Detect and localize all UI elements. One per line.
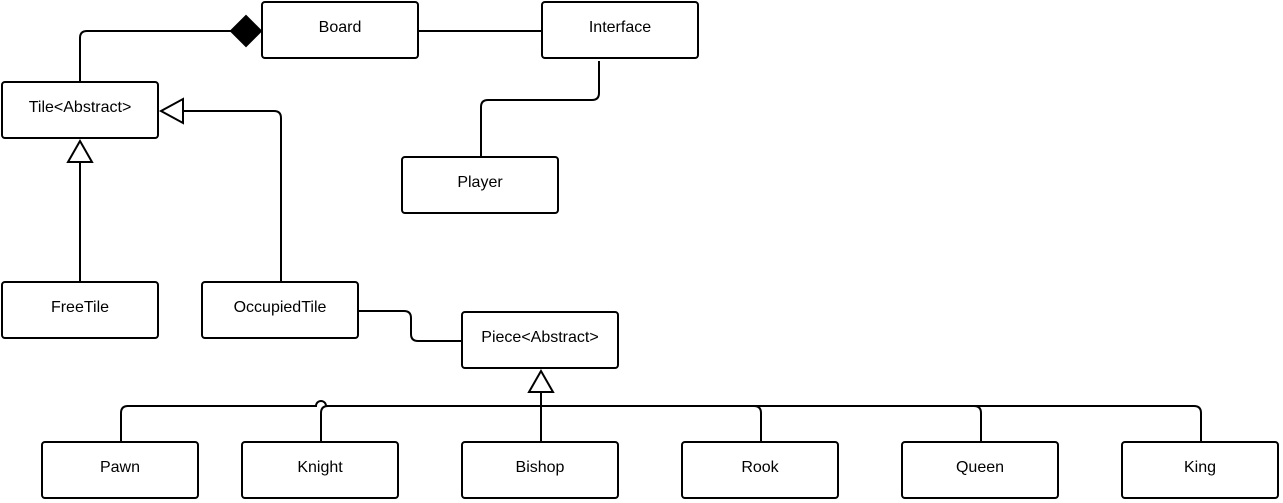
class-pawn-label: Pawn xyxy=(99,459,141,476)
class-piece-label: Piece<Abstract> xyxy=(481,329,599,346)
class-king[interactable]: King xyxy=(1121,441,1279,499)
class-interface[interactable]: Interface xyxy=(541,1,699,59)
class-board-label: Board xyxy=(318,19,362,36)
connector-board-tile xyxy=(79,30,231,81)
class-board[interactable]: Board xyxy=(261,1,419,59)
class-queen-label: Queen xyxy=(955,459,1005,476)
class-tile[interactable]: Tile<Abstract> xyxy=(1,81,159,139)
connector-knight-drop xyxy=(320,405,329,441)
inheritance-triangle-tile-right-icon xyxy=(158,97,184,125)
class-free-tile[interactable]: FreeTile xyxy=(1,281,159,339)
class-knight-label: Knight xyxy=(297,459,343,476)
connector-queen-drop xyxy=(973,405,982,441)
connector-rook-drop xyxy=(753,405,762,441)
class-pawn[interactable]: Pawn xyxy=(41,441,199,499)
inheritance-triangle-tile-bottom-icon xyxy=(66,138,94,163)
class-queen[interactable]: Queen xyxy=(901,441,1059,499)
class-bishop[interactable]: Bishop xyxy=(461,441,619,499)
class-player-label: Player xyxy=(457,174,503,191)
connector-occupiedtile-piece xyxy=(359,310,461,342)
class-occupied-tile[interactable]: OccupiedTile xyxy=(201,281,359,339)
connector-interface-player xyxy=(480,61,600,156)
class-free-tile-label: FreeTile xyxy=(50,299,110,316)
class-king-label: King xyxy=(1183,459,1217,476)
connector-subclass-bus xyxy=(120,400,1202,441)
class-tile-label: Tile<Abstract> xyxy=(28,99,132,116)
class-knight[interactable]: Knight xyxy=(241,441,399,499)
class-rook-label: Rook xyxy=(741,459,779,476)
class-piece[interactable]: Piece<Abstract> xyxy=(461,311,619,369)
class-rook[interactable]: Rook xyxy=(681,441,839,499)
class-occupied-tile-label: OccupiedTile xyxy=(233,299,327,316)
class-bishop-label: Bishop xyxy=(515,459,565,476)
inheritance-triangle-piece-icon xyxy=(527,368,555,393)
connector-occupiedtile-tile xyxy=(183,110,282,281)
class-player[interactable]: Player xyxy=(401,156,559,214)
class-interface-label: Interface xyxy=(588,19,652,36)
composition-diamond-icon xyxy=(229,14,263,48)
